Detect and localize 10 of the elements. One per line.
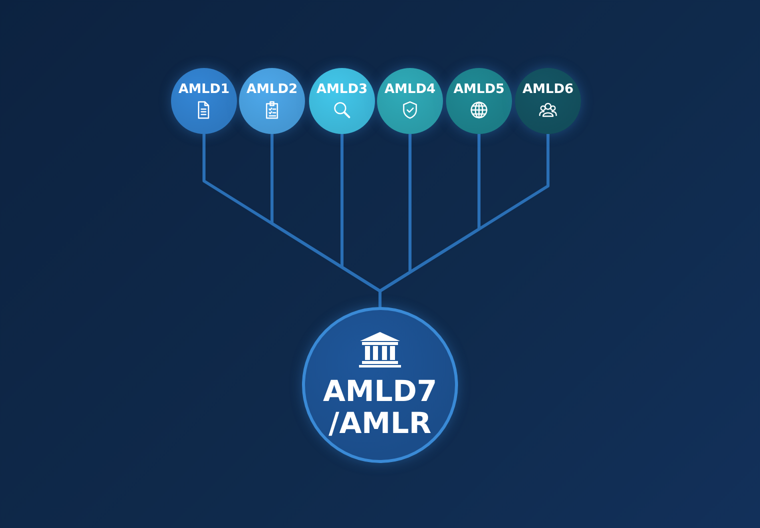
node-label: AMLD6 bbox=[521, 83, 575, 98]
node-label: AMLD1 bbox=[177, 83, 231, 98]
connector-line bbox=[378, 134, 550, 307]
node-label: AMLD5 bbox=[452, 83, 506, 98]
directive-circle bbox=[515, 68, 581, 134]
directive-circle bbox=[446, 68, 512, 134]
node-label: AMLD7 /AMLR bbox=[322, 374, 438, 440]
node-label: AMLD4 bbox=[383, 83, 437, 98]
node-label: AMLD2 bbox=[245, 83, 299, 98]
node-label: AMLD3 bbox=[315, 83, 369, 98]
